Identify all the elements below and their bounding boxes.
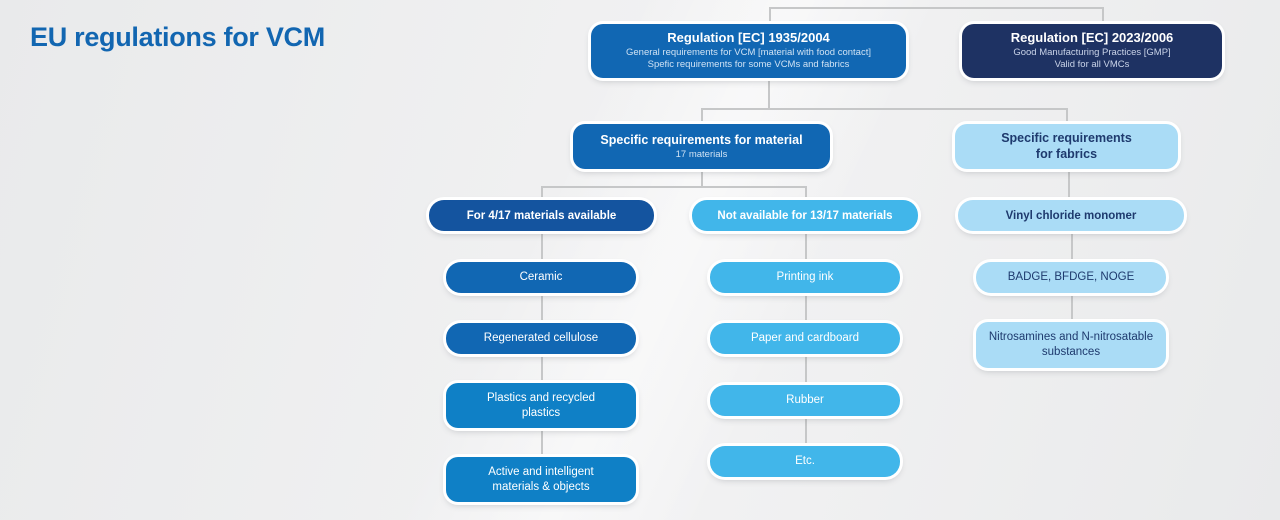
node-title: Specific requirements for fabrics: [1001, 130, 1132, 161]
connector-line: [541, 292, 543, 324]
node-rubber: Rubber: [710, 385, 900, 416]
node-active-intelligent-materials: Active and intelligent materials & objec…: [446, 457, 636, 502]
connector-line: [541, 428, 543, 458]
node-materials-available-header: For 4/17 materials available: [429, 200, 654, 231]
leaf-label: Etc.: [795, 455, 815, 468]
node-paper-cardboard: Paper and cardboard: [710, 323, 900, 354]
connector-line: [805, 292, 807, 324]
connector-line: [541, 186, 543, 201]
leaf-label: Nitrosamines and N-nitrosatable substanc…: [988, 331, 1154, 358]
regulation-subtitle: Good Manufacturing Practices [GMP]: [1013, 46, 1171, 58]
connector-line: [1068, 169, 1070, 201]
connector-line: [805, 416, 807, 447]
connector-line: [805, 354, 807, 386]
connector-line: [768, 78, 770, 109]
leaf-label: Active and intelligent materials & objec…: [488, 465, 594, 493]
node-label: Vinyl chloride monomer: [1005, 209, 1137, 222]
connector-line: [805, 231, 807, 263]
regulation-title: Regulation [EC] 1935/2004: [667, 29, 830, 45]
connector-line: [701, 108, 1067, 110]
connector-line: [541, 186, 805, 188]
connector-line: [769, 7, 1102, 9]
connector-line: [541, 231, 543, 263]
page-title: EU regulations for VCM: [30, 22, 325, 52]
node-materials-not-available-header: Not available for 13/17 materials: [692, 200, 918, 231]
node-vinyl-chloride-monomer: Vinyl chloride monomer: [958, 200, 1184, 231]
leaf-label: Printing ink: [776, 271, 834, 284]
node-regenerated-cellulose: Regenerated cellulose: [446, 323, 636, 354]
node-regulation-2023-2006: Regulation [EC] 2023/2006 Good Manufactu…: [962, 24, 1222, 78]
regulation-subtitle: Valid for all VMCs: [1054, 59, 1130, 71]
connector-line: [805, 186, 807, 201]
leaf-label: Ceramic: [519, 271, 563, 284]
connector-line: [1066, 108, 1068, 125]
leaf-label: Regenerated cellulose: [483, 332, 599, 345]
node-subtitle: 17 materials: [675, 149, 728, 161]
leaf-label: BADGE, BFDGE, NOGE: [1007, 271, 1135, 284]
node-ceramic: Ceramic: [446, 262, 636, 293]
connector-line: [701, 108, 703, 125]
node-label: Not available for 13/17 materials: [717, 209, 893, 222]
leaf-label: Rubber: [786, 394, 824, 407]
node-specific-requirements-fabrics: Specific requirements for fabrics: [955, 124, 1178, 169]
regulation-subtitle: General requirements for VCM [material w…: [626, 46, 871, 58]
node-title: Specific requirements for material: [600, 132, 803, 147]
node-regulation-1935-2004: Regulation [EC] 1935/2004 General requir…: [591, 24, 906, 78]
node-plastics-recycled: Plastics and recycled plastics: [446, 383, 636, 428]
connector-line: [769, 7, 771, 25]
node-badge-bfdge-noge: BADGE, BFDGE, NOGE: [976, 262, 1166, 293]
connector-line: [1071, 231, 1073, 263]
regulation-subtitle: Spefic requirements for some VCMs and fa…: [647, 59, 850, 71]
node-specific-requirements-material: Specific requirements for material 17 ma…: [573, 124, 830, 169]
leaf-label: Plastics and recycled plastics: [486, 391, 596, 419]
connector-line: [701, 169, 703, 187]
node-nitrosamines: Nitrosamines and N-nitrosatable substanc…: [976, 322, 1166, 368]
node-etc: Etc.: [710, 446, 900, 477]
connector-line: [1071, 292, 1073, 323]
connector-line: [541, 354, 543, 384]
leaf-label: Paper and cardboard: [750, 332, 860, 345]
connector-line: [1102, 7, 1104, 25]
regulation-title: Regulation [EC] 2023/2006: [1010, 29, 1174, 45]
node-printing-ink: Printing ink: [710, 262, 900, 293]
node-label: For 4/17 materials available: [466, 209, 617, 222]
